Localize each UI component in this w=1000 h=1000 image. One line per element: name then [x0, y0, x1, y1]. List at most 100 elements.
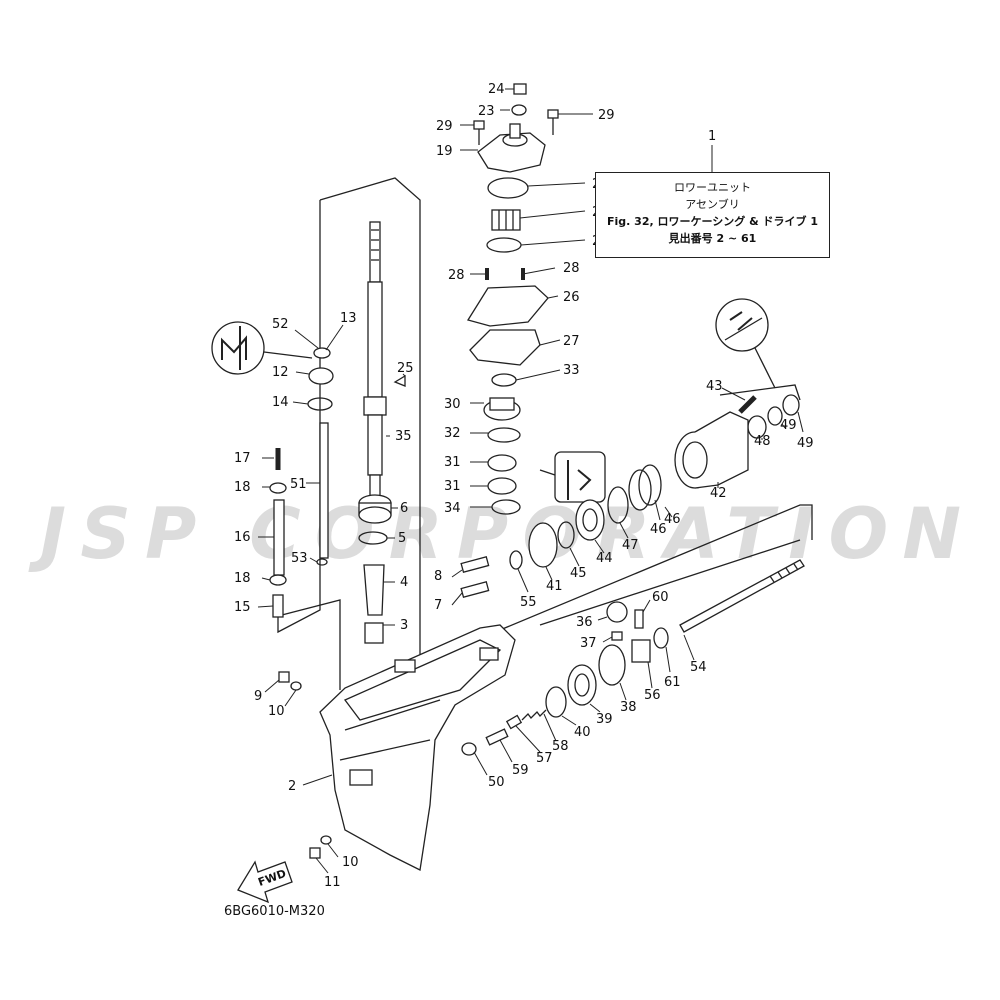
- callout: 34: [444, 501, 461, 516]
- info-line-subtitle: アセンブリ: [685, 198, 740, 211]
- washer-part: [290, 681, 302, 691]
- sealant-symbol-pointer: [754, 347, 776, 389]
- shift-rod-tube: [273, 499, 285, 576]
- callout: 1: [708, 129, 716, 144]
- callout: 32: [444, 426, 461, 441]
- dog-clutch: [631, 639, 651, 663]
- callout: 36: [576, 615, 593, 630]
- spring: [521, 709, 547, 721]
- bolt-part: [309, 847, 321, 859]
- callout: 43: [706, 379, 723, 394]
- lubricant-symbol-pointer: [263, 351, 313, 359]
- callout: 14: [272, 395, 289, 410]
- pinion-gear: [606, 601, 628, 623]
- insert-cartridge: [487, 177, 529, 199]
- callout: 41: [546, 579, 563, 594]
- bolt-part: [473, 120, 485, 145]
- shim: [557, 521, 575, 549]
- diagram-code: 6BG6010-M320: [224, 904, 325, 919]
- propeller-shaft-housing: [674, 411, 749, 489]
- info-line-figure: Fig. 32, ロワーケーシング & ドライブ 1: [607, 215, 818, 228]
- outer-plate-cartridge: [466, 285, 549, 327]
- forward-gear: [598, 644, 626, 686]
- callout: 49: [797, 436, 814, 451]
- shim-plate: [460, 581, 490, 599]
- assembly-frame-line: [539, 539, 801, 626]
- callout: 53: [291, 551, 308, 566]
- callout: 38: [620, 700, 637, 715]
- callout: 60: [652, 590, 669, 605]
- reverse-gear: [528, 522, 558, 568]
- callout: 49: [780, 418, 797, 433]
- clip-ring: [653, 627, 669, 649]
- impeller: [491, 209, 521, 231]
- bearing: [364, 622, 384, 644]
- oil-seal: [782, 394, 800, 416]
- o-ring: [628, 469, 652, 511]
- callout: 30: [444, 397, 461, 412]
- callout: 26: [563, 290, 580, 305]
- callout: 39: [596, 712, 613, 727]
- o-ring: [638, 464, 662, 506]
- callout: 57: [536, 751, 553, 766]
- bearing: [582, 508, 598, 532]
- callout: 16: [234, 530, 251, 545]
- callout: 2: [288, 779, 296, 794]
- bolt-part: [738, 395, 757, 414]
- gasket-plate: [469, 329, 541, 366]
- nut-part: [611, 631, 623, 641]
- callout: 19: [436, 144, 453, 159]
- shim: [545, 686, 567, 718]
- symbol-glyphs: [221, 311, 763, 500]
- bearing: [567, 664, 597, 706]
- callout: 3: [400, 618, 408, 633]
- grease-symbol-box: [554, 451, 606, 503]
- callout: 37: [580, 636, 597, 651]
- callout: 24: [488, 82, 505, 97]
- bearing: [358, 494, 392, 524]
- sleeve: [363, 564, 385, 616]
- callout: 40: [574, 725, 591, 740]
- callout: 18: [234, 571, 251, 586]
- shift-plunger: [485, 728, 509, 746]
- clip-part: [269, 482, 287, 494]
- shim: [509, 550, 523, 570]
- gasket-part: [486, 237, 522, 253]
- clip-part: [269, 574, 287, 586]
- callout: 11: [324, 875, 341, 890]
- assembly-frame-line: [719, 384, 801, 401]
- callout: 5: [398, 531, 406, 546]
- pin-part: [634, 609, 644, 629]
- callout: 48: [754, 434, 771, 449]
- assembly-info-box: ロワーユニット アセンブリ Fig. 32, ロワーケーシング & ドライブ 1…: [595, 172, 830, 258]
- washer-part: [320, 835, 332, 845]
- assembly-frame-line: [277, 200, 321, 634]
- o-ring: [487, 427, 521, 443]
- callout: 61: [664, 675, 681, 690]
- callout: 13: [340, 311, 357, 326]
- leader-lines: [257, 88, 804, 874]
- callout: 56: [644, 688, 661, 703]
- callout: 51: [290, 477, 307, 492]
- callout: 12: [272, 365, 289, 380]
- water-pump-housing: [477, 123, 546, 173]
- oil-seal: [487, 454, 517, 472]
- bearing: [574, 673, 590, 697]
- lower-casing: [319, 624, 516, 871]
- callout: 18: [234, 480, 251, 495]
- o-ring: [607, 486, 629, 524]
- callout: 45: [570, 566, 587, 581]
- callout: 27: [563, 334, 580, 349]
- shift-cam: [461, 742, 477, 756]
- callout: 17: [234, 451, 251, 466]
- bearing: [575, 499, 605, 541]
- sealant-symbol: [715, 298, 769, 352]
- bearing-housing: [483, 397, 521, 421]
- assembly-frame-line: [277, 599, 341, 690]
- callout: 59: [512, 763, 529, 778]
- callout-labels: 24 23 29 29 19 20 21 22 28 28 26 27 33 3…: [234, 82, 814, 890]
- watermark: JSP CORPORATION: [28, 493, 965, 575]
- oil-seal: [487, 477, 517, 495]
- assembly-frame-line: [499, 504, 813, 631]
